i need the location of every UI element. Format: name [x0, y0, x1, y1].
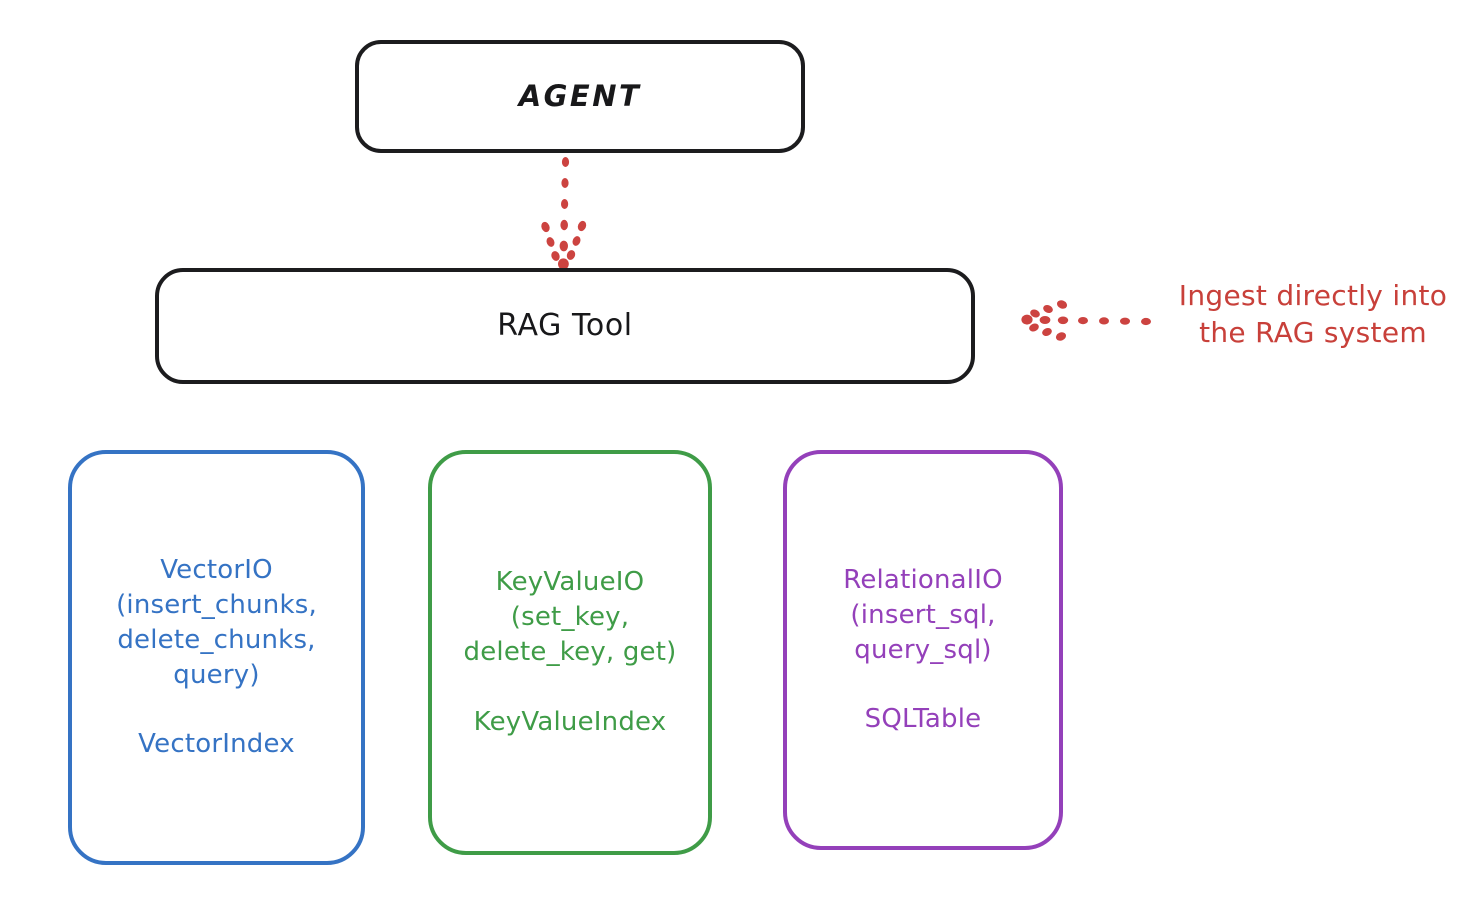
node-relational-io[interactable]: RelationalIO (insert_sql, query_sql) SQL…: [783, 450, 1063, 850]
annotation-ingest-note: Ingest directly into the RAG system: [1178, 279, 1448, 349]
connector-agent-to-rag-tool: [505, 150, 625, 275]
node-vector-io[interactable]: VectorIO (insert_chunks, delete_chunks, …: [68, 450, 365, 865]
node-relational-io-label: RelationalIO (insert_sql, query_sql) SQL…: [843, 564, 1003, 735]
node-agent[interactable]: AGENT: [355, 40, 805, 153]
connector-ingest-into-rag-tool: [1018, 296, 1153, 346]
node-vector-io-label: VectorIO (insert_chunks, delete_chunks, …: [116, 555, 317, 760]
node-rag-tool[interactable]: RAG Tool: [155, 268, 975, 384]
node-key-value-io-label: KeyValueIO (set_key, delete_key, get) Ke…: [463, 567, 677, 737]
node-agent-label: AGENT: [518, 78, 642, 113]
node-rag-tool-label: RAG Tool: [497, 307, 633, 343]
node-key-value-io[interactable]: KeyValueIO (set_key, delete_key, get) Ke…: [428, 450, 712, 855]
